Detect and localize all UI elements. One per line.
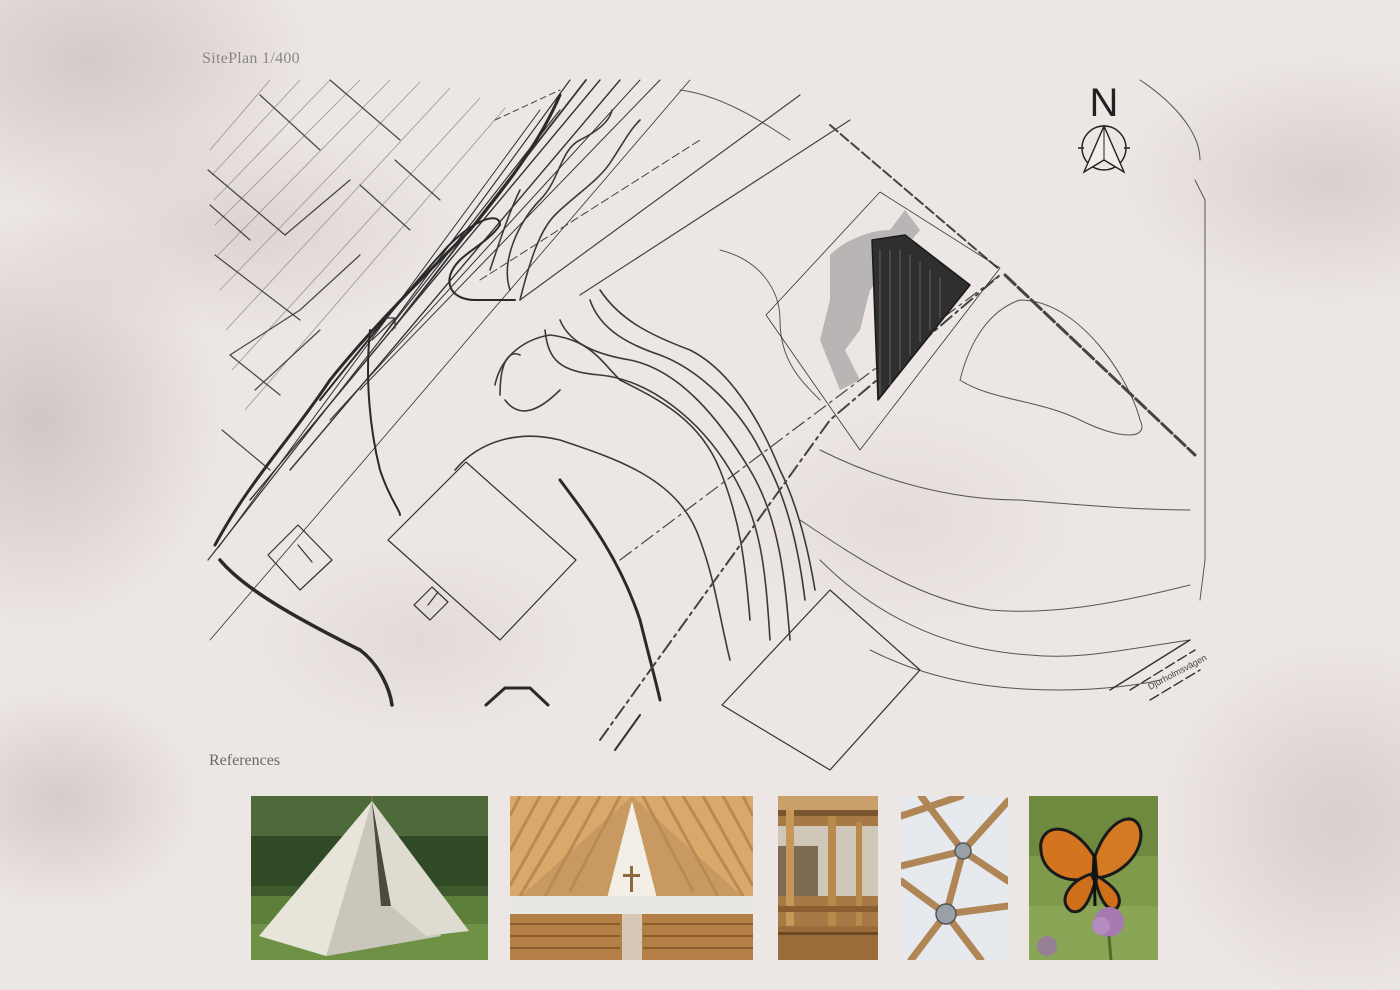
ref-church-image xyxy=(510,796,753,960)
building-grid xyxy=(207,79,441,471)
railway-bundle xyxy=(207,79,691,641)
buildings xyxy=(267,191,1001,771)
north-arrow: N xyxy=(1078,81,1130,174)
references-heading: References xyxy=(209,752,281,769)
ref-butterfly-image xyxy=(1029,796,1158,960)
ref-tent-image xyxy=(251,796,488,960)
ref-joints-image xyxy=(901,796,1008,960)
outer-contours xyxy=(679,79,1206,691)
main-road xyxy=(479,89,1197,741)
pavilion-building xyxy=(871,234,971,401)
terrain-contours xyxy=(454,109,816,661)
site-plan-drawing: Djurholmsvägen N xyxy=(207,79,1208,771)
street xyxy=(614,639,1201,751)
north-label: N xyxy=(1090,81,1119,125)
fine-contours xyxy=(209,79,506,411)
ref-colonnade-image xyxy=(778,796,878,960)
access-roads xyxy=(213,93,662,707)
site-plan-title: SitePlan 1/400 xyxy=(202,50,300,67)
street-label: Djurholmsvägen xyxy=(1146,652,1208,691)
